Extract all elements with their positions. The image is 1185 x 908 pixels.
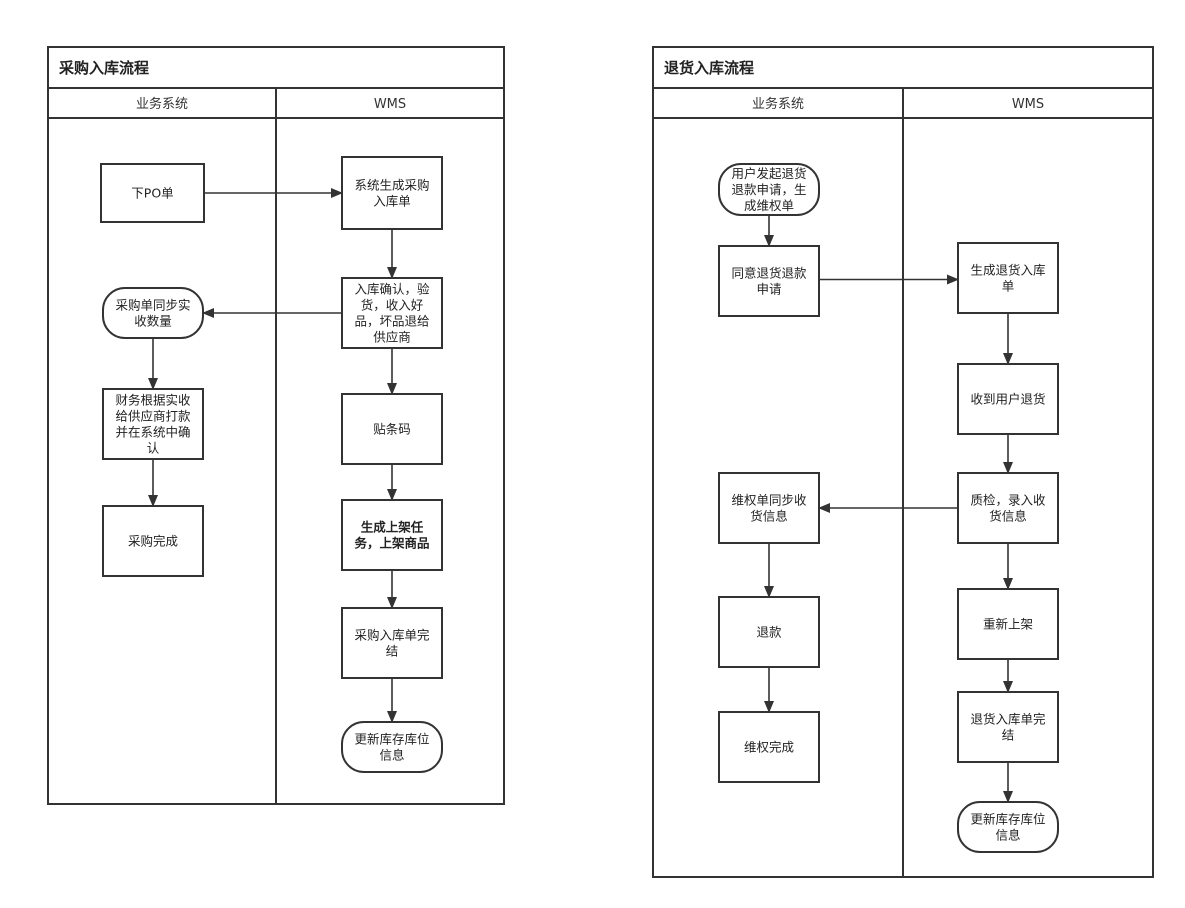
process-shape — [102, 388, 204, 460]
node-label-line: 退款申请，生 — [731, 182, 806, 197]
flow-node-p7: 贴条码 — [341, 393, 443, 465]
node-label-line: 单 — [1002, 279, 1015, 294]
flow-node-p6: 采购完成 — [102, 505, 204, 577]
node-label-line: 货信息 — [750, 509, 788, 524]
node-label-line: 申请 — [756, 282, 781, 297]
process-shape — [341, 393, 443, 465]
node-label-line: 信息 — [995, 828, 1020, 843]
process-shape — [957, 363, 1059, 435]
lane-header-business-system: 业务系统 — [752, 96, 804, 112]
node-label-line: 用户发起退货 — [731, 166, 806, 181]
node-label-line: 采购单同步实 — [115, 298, 190, 313]
node-label-line: 入库单 — [373, 194, 411, 209]
diagram-title: 采购入库流程 — [58, 59, 149, 77]
node-label-line: 货信息 — [989, 509, 1027, 524]
flow-node-r9: 重新上架 — [957, 588, 1059, 660]
node-label-line: 并在系统中确 — [115, 425, 190, 440]
node-label-line: 收到用户退货 — [970, 392, 1045, 407]
node-label-line: 结 — [1002, 728, 1015, 743]
node-label-line: 维权单同步收 — [731, 493, 807, 508]
node-label-line: 同意退货退款 — [731, 266, 807, 281]
process-shape — [718, 711, 820, 783]
lane-header-wms: WMS — [374, 97, 406, 112]
node-label-line: 收数量 — [134, 314, 172, 329]
flow-node-r8: 维权完成 — [718, 711, 820, 783]
node-label-line: 质检，录入收 — [970, 493, 1046, 508]
lane-header-business-system: 业务系统 — [136, 96, 188, 112]
node-label-line: 财务根据实收 — [115, 393, 191, 408]
node-label-line: 维权完成 — [744, 740, 794, 755]
node-label-line: 生成上架任 — [361, 520, 424, 535]
node-label-line: 务，上架商品 — [354, 536, 429, 551]
node-label-line: 重新上架 — [983, 617, 1033, 632]
process-shape — [102, 505, 204, 577]
node-label-line: 更新库存库位 — [970, 812, 1045, 827]
node-label-line: 采购完成 — [128, 534, 178, 549]
node-label-line: 入库确认，验 — [354, 282, 430, 297]
process-shape — [341, 156, 443, 230]
node-label-line: 货，收入好 — [361, 298, 424, 313]
node-label-line: 品，坏品退给 — [354, 314, 429, 329]
diagram-title: 退货入库流程 — [664, 59, 754, 77]
node-label-line: 下PO单 — [131, 186, 173, 201]
flow-node-r7: 退款 — [718, 596, 820, 668]
node-label-line: 退款 — [756, 625, 782, 640]
node-label-line: 成维权单 — [744, 198, 794, 213]
node-label-line: 生成退货入库 — [970, 263, 1045, 278]
process-shape — [718, 596, 820, 668]
node-label-line: 退货入库单完 — [970, 712, 1045, 727]
node-label-line: 供应商 — [373, 330, 411, 345]
flow-node-r4: 收到用户退货 — [957, 363, 1059, 435]
process-shape — [957, 242, 1059, 314]
node-label-line: 认 — [147, 441, 160, 456]
node-label-line: 更新库存库位 — [354, 732, 429, 747]
process-shape — [341, 499, 443, 571]
lane-header-wms: WMS — [1012, 97, 1044, 112]
node-label-line: 结 — [386, 644, 399, 659]
node-label-line: 给供应商打款 — [115, 409, 191, 424]
process-shape — [957, 691, 1059, 763]
process-shape — [100, 163, 205, 223]
node-label-line: 采购入库单完 — [354, 628, 429, 643]
node-label-line: 信息 — [379, 748, 404, 763]
flow-node-p1: 下PO单 — [100, 163, 205, 223]
node-label-line: 系统生成采购 — [354, 178, 429, 193]
node-label-line: 贴条码 — [373, 422, 411, 437]
